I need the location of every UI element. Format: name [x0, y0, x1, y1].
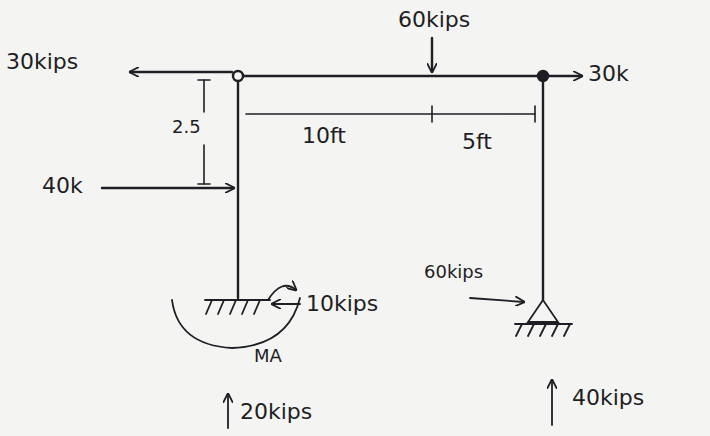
reaction-label: 10kips	[306, 292, 378, 316]
dimension-line	[198, 80, 535, 184]
pin-joint	[233, 71, 243, 81]
pin-joint	[538, 71, 548, 81]
reaction-label: 60kips	[424, 262, 483, 282]
load-arrow	[549, 75, 582, 77]
load-label: 30kips	[6, 50, 78, 74]
dimension-label: 10ft	[302, 124, 346, 148]
right-column	[542, 76, 544, 300]
fixed-support	[172, 298, 300, 348]
load-label: 60kips	[398, 8, 470, 32]
reaction-label: 40kips	[572, 386, 644, 410]
reaction-arrow	[470, 298, 524, 302]
load-arrow	[431, 38, 433, 72]
reaction-arrow	[227, 394, 229, 428]
left-column	[237, 76, 239, 298]
reaction-label: 20kips	[240, 400, 312, 424]
reaction-arrow	[272, 303, 300, 305]
reaction-arrow	[551, 380, 553, 425]
pin-support	[515, 300, 572, 336]
load-arrow	[130, 71, 232, 73]
load-arrow	[102, 187, 234, 189]
dimension-label: 5ft	[462, 130, 492, 154]
moment-label: MA	[254, 346, 282, 366]
moment-arrow	[268, 286, 296, 300]
load-label: 40k	[42, 174, 83, 198]
top-beam	[238, 75, 543, 77]
dimension-label: 2.5	[172, 117, 201, 137]
load-label: 30k	[588, 62, 629, 86]
